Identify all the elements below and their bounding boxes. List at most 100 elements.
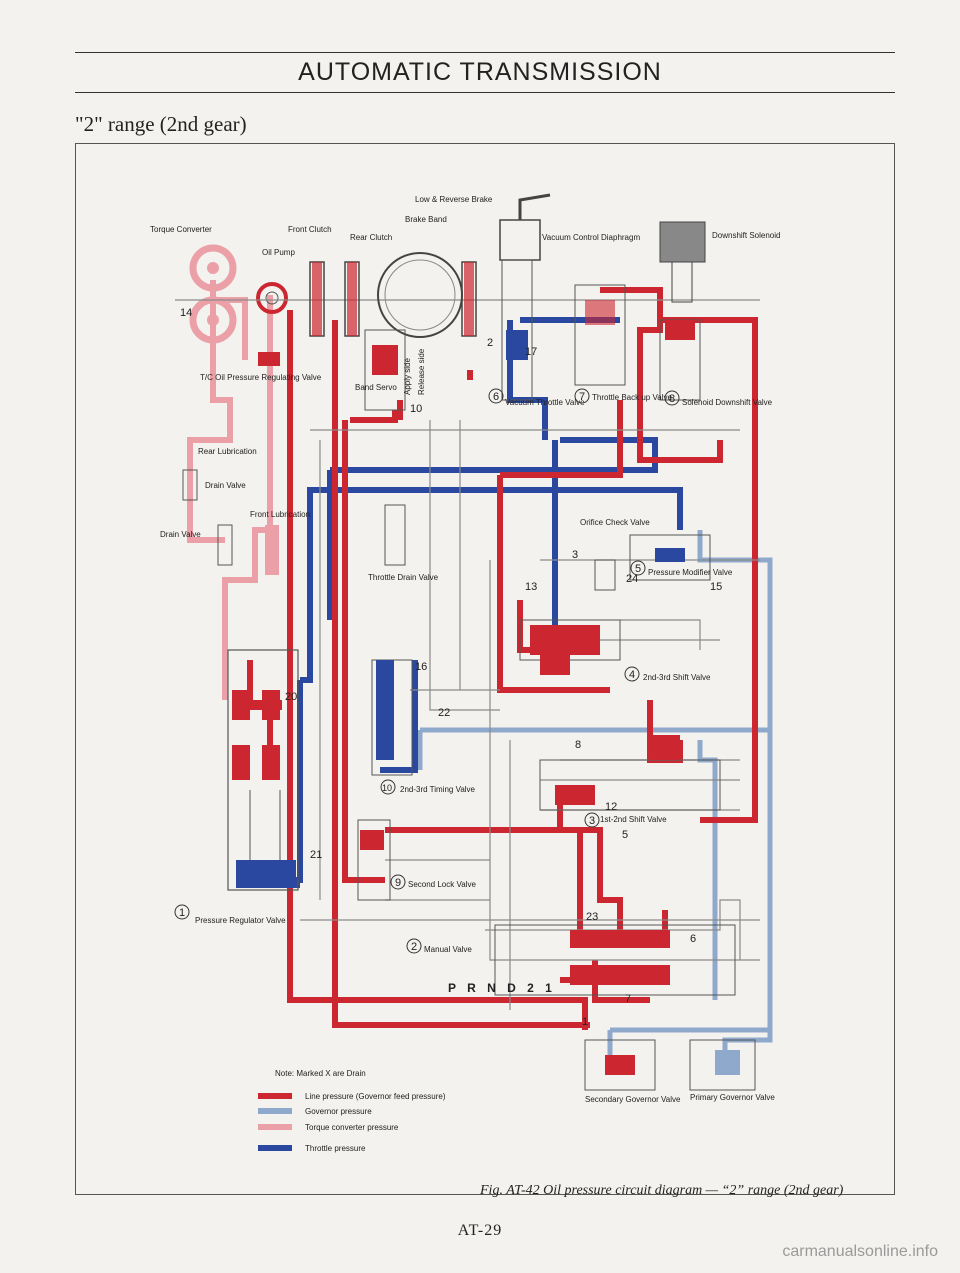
line-number: 15: [710, 581, 722, 593]
label-manual-valve: Manual Valve: [424, 945, 472, 954]
line-number: 17: [525, 346, 537, 358]
manual-valve-body: [494, 924, 736, 996]
line-number: 20: [285, 691, 297, 703]
legend-swatch-governor-pressure: [258, 1108, 292, 1114]
label-rear-clutch: Rear Clutch: [350, 233, 392, 242]
pressure-regulator-valve: [227, 649, 299, 891]
front-clutch: [309, 261, 325, 337]
callout-numbers: 1 2 3 4 5 6 7 8 9 10: [179, 391, 675, 953]
label-low-reverse-brake: Low & Reverse Brake: [415, 195, 493, 204]
label-1st-2nd-shift-valve: 1st-2nd Shift Valve: [600, 815, 667, 824]
label-apply-side: Apply side: [403, 358, 412, 395]
legend-label: Governor pressure: [305, 1107, 372, 1116]
line-number-labels: 1 2 3 5 6 7 8 10 12 13 14 15 16 17 20 21…: [180, 307, 722, 1028]
figure-frame: [75, 143, 895, 1195]
page-number: AT-29: [457, 1222, 503, 1239]
label-2nd-3rd-shift-valve: 2nd-3rd Shift Valve: [643, 673, 711, 682]
shift-valve-1-2-body: [539, 735, 721, 811]
vacuum-control-diaphragm: [499, 193, 551, 261]
label-secondary-governor-valve: Secondary Governor Valve: [585, 1095, 681, 1104]
brake-band-drum: [377, 252, 463, 338]
line-number: 10: [410, 403, 422, 415]
figure-caption: Fig. AT-42 Oil pressure circuit diagram …: [480, 1183, 844, 1198]
secondary-governor-valve-body: [584, 1039, 656, 1091]
line-pressure-lines: [247, 287, 758, 1030]
label-rear-lubrication: Rear Lubrication: [198, 447, 257, 456]
throttle-drain-valve: [384, 504, 406, 566]
line-number: 8: [575, 739, 581, 751]
label-band-servo: Band Servo: [355, 383, 397, 392]
label-vacuum-throttle-valve: Vacuum Throttle Valve: [505, 398, 585, 407]
callout-markers: [174, 388, 680, 954]
callout-3: 3: [589, 815, 595, 827]
label-prnd: P R N D 2 1: [448, 981, 556, 995]
line-number: 16: [415, 661, 427, 673]
low-reverse-brake: [461, 261, 477, 337]
callout-5: 5: [635, 563, 641, 575]
label-drain-valve: Drain Valve: [160, 530, 201, 539]
line-number: 22: [438, 707, 450, 719]
label-tc-regulating-valve: T/C Oil Pressure Regulating Valve: [200, 373, 322, 382]
solenoid-downshift-valve: [659, 319, 701, 401]
callout-7: 7: [579, 391, 585, 403]
line-number: 24: [626, 573, 638, 585]
section-title: "2" range (2nd gear): [75, 112, 247, 136]
callout-4: 4: [629, 669, 635, 681]
thin-passages: [175, 299, 760, 1010]
line-number: 7: [625, 993, 631, 1005]
torque-converter-pressure-lines: [187, 280, 273, 700]
line-number: 14: [180, 307, 192, 319]
band-servo: [364, 329, 406, 411]
second-lock-valve-body: [357, 819, 391, 901]
label-2nd-3rd-timing-valve: 2nd-3rd Timing Valve: [400, 785, 476, 794]
watermark: carmanualsonline.info: [782, 1243, 938, 1260]
note-drain: Note: Marked X are Drain: [275, 1069, 366, 1078]
label-front-lubrication: Front Lubrication: [250, 510, 310, 519]
callout-2: 2: [411, 941, 417, 953]
line-number: 21: [310, 849, 322, 861]
callout-8: 8: [669, 393, 675, 405]
line-number: 2: [487, 337, 493, 349]
label-throttle-drain-valve: Throttle Drain Valve: [368, 573, 439, 582]
primary-governor-valve-body: [689, 1039, 756, 1091]
legend-swatch-throttle-pressure: [258, 1145, 292, 1151]
callout-10: 10: [382, 783, 392, 793]
label-solenoid-downshift-valve: Solenoid Downshift Valve: [682, 398, 773, 407]
rear-clutch: [344, 261, 360, 337]
legend-labels: Note: Marked X are Drain Line pressure (…: [275, 1069, 446, 1153]
throttle-back-up-valve: [574, 284, 626, 386]
line-number: 5: [622, 829, 628, 841]
legend-label: Line pressure (Governor feed pressure): [305, 1092, 446, 1101]
label-vacuum-control-diaphragm: Vacuum Control Diaphragm: [542, 233, 640, 242]
timing-valve-body: [371, 659, 413, 776]
vacuum-throttle-valve: [501, 259, 533, 401]
legend-label: Torque converter pressure: [305, 1123, 399, 1132]
component-labels: Torque Converter Front Clutch Rear Clutc…: [150, 195, 780, 1104]
line-number: 6: [690, 933, 696, 945]
page-header: AUTOMATIC TRANSMISSION: [298, 58, 662, 86]
label-primary-governor-valve: Primary Governor Valve: [690, 1093, 775, 1102]
oil-pump: [256, 282, 288, 366]
downshift-solenoid: [659, 221, 706, 303]
pressure-modifier-valve-body: [594, 534, 711, 591]
legend-swatch-torque-converter-pressure: [258, 1124, 292, 1130]
label-drain-valve-small: Drain Valve: [205, 481, 246, 490]
throttle-pressure-lines: [240, 317, 683, 888]
header-rule: [75, 92, 895, 93]
line-number: 23: [586, 911, 598, 923]
line-number: 3: [572, 549, 578, 561]
label-pressure-regulator-valve: Pressure Regulator Valve: [195, 916, 286, 925]
label-throttle-back-up-valve: Throttle Back up Valve: [592, 393, 672, 402]
label-orifice-check-valve: Orifice Check Valve: [580, 518, 650, 527]
callout-9: 9: [395, 877, 401, 889]
label-downshift-solenoid: Downshift Solenoid: [712, 231, 780, 240]
drain-valve-body: [182, 469, 279, 575]
callout-6: 6: [493, 391, 499, 403]
legend-swatches: [258, 1093, 292, 1151]
shift-valve-2-3-body: [519, 619, 621, 675]
label-second-lock-valve: Second Lock Valve: [408, 880, 476, 889]
label-release-side: Release side: [417, 348, 426, 395]
label-front-clutch: Front Clutch: [288, 225, 332, 234]
label-oil-pump: Oil Pump: [262, 248, 295, 257]
